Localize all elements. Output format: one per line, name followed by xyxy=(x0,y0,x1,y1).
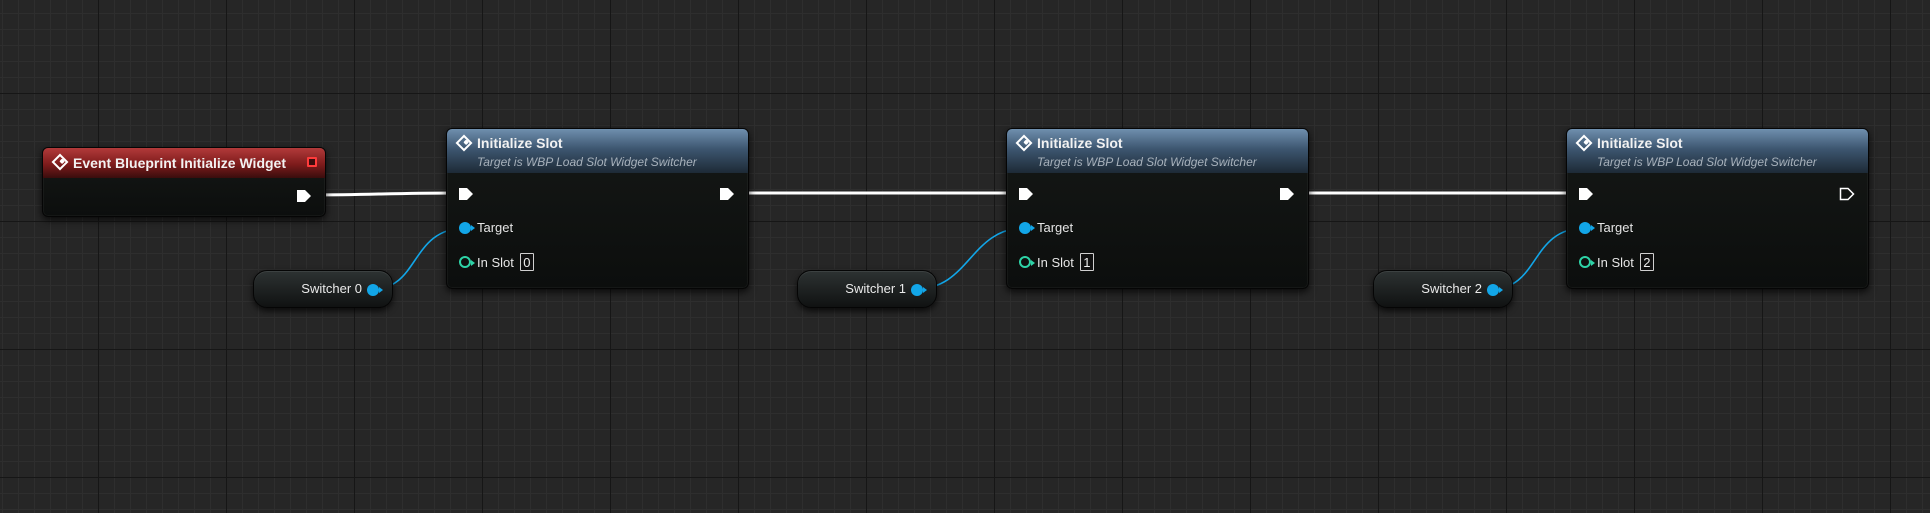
delegate-pin-icon[interactable] xyxy=(307,157,317,167)
node-title: Initialize Slot xyxy=(477,135,563,151)
variable-output-pin[interactable] xyxy=(911,284,927,296)
target-pin-label: Target xyxy=(477,220,514,235)
exec-out-pin[interactable] xyxy=(1279,187,1295,201)
node-subtitle: Target is WBP Load Slot Widget Switcher xyxy=(1037,155,1257,169)
event-icon xyxy=(51,153,69,171)
in-slot-pin-label: In Slot xyxy=(477,254,514,270)
target-pin[interactable] xyxy=(1579,221,1595,234)
variable-label: Switcher 2 xyxy=(1421,281,1482,296)
in-slot-pin-row: In Slot 2 xyxy=(1579,253,1654,271)
in-slot-pin[interactable] xyxy=(459,256,475,268)
exec-in-pin[interactable] xyxy=(1578,187,1594,201)
in-slot-pin-row: In Slot 1 xyxy=(1019,253,1094,271)
target-pin-label: Target xyxy=(1037,220,1074,235)
target-pin-label: Target xyxy=(1597,220,1634,235)
target-pin-row: Target xyxy=(1019,220,1073,235)
node-subtitle: Target is WBP Load Slot Widget Switcher xyxy=(1597,155,1817,169)
node-title: Initialize Slot xyxy=(1037,135,1123,151)
node-title: Initialize Slot xyxy=(1597,135,1683,151)
target-pin-row: Target xyxy=(459,220,513,235)
function-icon xyxy=(1015,134,1033,152)
target-pin[interactable] xyxy=(459,221,475,234)
initialize-slot-node[interactable]: Initialize Slot Target is WBP Load Slot … xyxy=(446,128,749,289)
exec-out-pin-unconnected[interactable] xyxy=(1839,187,1855,201)
switcher-1-variable-node[interactable]: Switcher 1 xyxy=(797,270,937,308)
initialize-slot-node[interactable]: Initialize Slot Target is WBP Load Slot … xyxy=(1566,128,1869,289)
exec-wire[interactable] xyxy=(311,191,459,197)
in-slot-pin-label: In Slot xyxy=(1597,254,1634,270)
in-slot-value-input[interactable]: 2 xyxy=(1639,253,1654,271)
variable-output-pin[interactable] xyxy=(1487,284,1503,296)
switcher-0-variable-node[interactable]: Switcher 0 xyxy=(253,270,393,308)
variable-label: Switcher 1 xyxy=(845,281,906,296)
function-icon xyxy=(1575,134,1593,152)
in-slot-pin-row: In Slot 0 xyxy=(459,253,534,271)
variable-label: Switcher 0 xyxy=(301,281,362,296)
switcher-2-variable-node[interactable]: Switcher 2 xyxy=(1373,270,1513,308)
exec-out-pin[interactable] xyxy=(296,189,312,203)
in-slot-pin[interactable] xyxy=(1579,256,1595,268)
in-slot-pin-label: In Slot xyxy=(1037,254,1074,270)
initialize-slot-node[interactable]: Initialize Slot Target is WBP Load Slot … xyxy=(1006,128,1309,289)
event-blueprint-initialize-widget-node[interactable]: Event Blueprint Initialize Widget xyxy=(42,147,326,217)
node-header: Initialize Slot Target is WBP Load Slot … xyxy=(1007,129,1308,173)
variable-output-pin[interactable] xyxy=(367,284,383,296)
exec-out-pin[interactable] xyxy=(719,187,735,201)
in-slot-value-input[interactable]: 1 xyxy=(1079,253,1094,271)
target-pin[interactable] xyxy=(1019,221,1035,234)
node-header: Initialize Slot Target is WBP Load Slot … xyxy=(447,129,748,173)
node-title: Event Blueprint Initialize Widget xyxy=(73,155,287,171)
function-icon xyxy=(455,134,473,152)
in-slot-value-input[interactable]: 0 xyxy=(519,253,534,271)
node-header: Event Blueprint Initialize Widget xyxy=(43,148,325,178)
exec-in-pin[interactable] xyxy=(458,187,474,201)
in-slot-pin[interactable] xyxy=(1019,256,1035,268)
exec-in-pin[interactable] xyxy=(1018,187,1034,201)
node-subtitle: Target is WBP Load Slot Widget Switcher xyxy=(477,155,697,169)
target-pin-row: Target xyxy=(1579,220,1633,235)
node-header: Initialize Slot Target is WBP Load Slot … xyxy=(1567,129,1868,173)
